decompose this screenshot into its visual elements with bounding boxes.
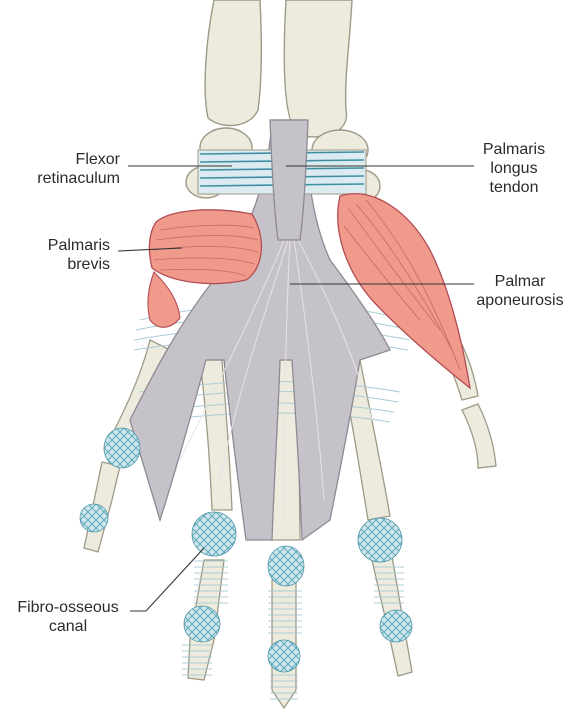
fibrous-sheath — [268, 640, 300, 672]
fibrous-sheath — [192, 512, 236, 556]
fibrous-sheath — [268, 546, 304, 586]
fibrous-sheath — [380, 610, 412, 642]
label-fibro-osseous-canal: Fibro-osseous canal — [6, 598, 130, 636]
leader-fibro-osseous-canal — [130, 548, 204, 611]
label-palmar-aponeurosis: Palmar aponeurosis — [472, 272, 568, 310]
palmaris-brevis-shape — [149, 210, 261, 284]
label-palmaris-longus-tendon: Palmaris longus tendon — [474, 140, 554, 197]
fibrous-sheath — [358, 518, 402, 562]
palmaris-longus-tendon — [270, 120, 308, 240]
hypothenar-muscle — [148, 272, 180, 327]
forearm-bones — [205, 0, 352, 137]
fibrous-sheath — [104, 428, 140, 468]
label-flexor-retinaculum: Flexor retinaculum — [20, 150, 120, 188]
ulna-bone — [284, 0, 352, 137]
thumb-bone — [462, 404, 496, 468]
fibrous-sheath — [184, 606, 220, 642]
fibrous-sheath — [80, 504, 108, 532]
radius-bone — [205, 0, 261, 126]
label-palmaris-brevis: Palmaris brevis — [30, 236, 110, 274]
